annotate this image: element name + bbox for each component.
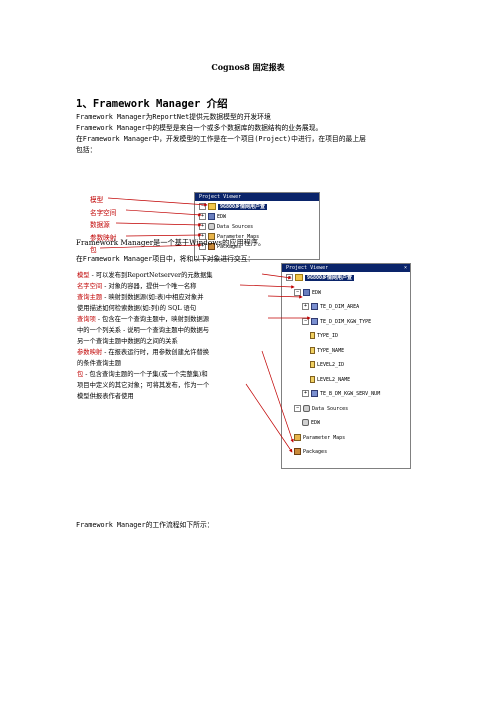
- tree2-row-label: TE_D_DIM_KGW_TYPE: [320, 318, 372, 325]
- paragraph-windows: Framework Manager是一个基于Windows的应用程序。: [76, 238, 266, 247]
- desc-query-item-cont2: 另一个查询主题中数据的之间的关系: [77, 338, 178, 345]
- model-icon: [295, 274, 303, 281]
- intro-line-2: Framework Manager中的模型是来自一个或多个数据库的数据结构的业务…: [76, 124, 323, 132]
- tree2-row[interactable]: EDW: [302, 419, 320, 428]
- desc-query-item-cont1: 中的一个列关系 - 说明一个查询主题中的数据与: [77, 327, 210, 334]
- tree2-row[interactable]: TYPE_ID: [310, 332, 338, 341]
- tree-row-packages[interactable]: +Packages: [199, 243, 242, 250]
- tree2-row[interactable]: −TE_D_DIM_KGW_TYPE: [302, 317, 372, 327]
- collapse-icon[interactable]: −: [294, 288, 301, 296]
- desc-package-cont1: 项目中定义的其它对象；可将其发布，作为一个: [77, 382, 210, 389]
- tree2-row-label: Packages: [303, 449, 328, 455]
- project-viewer-title: Project Viewer ×: [282, 264, 410, 272]
- desc-model: 模型 - 可以发布到ReportNetserver的元数据集: [77, 272, 213, 279]
- tree2-row[interactable]: LEVEL2_NAME: [310, 375, 351, 385]
- paragraph-workflow: Framework Manager的工作流程如下所示：: [76, 521, 214, 529]
- label-namespace: 名字空间: [90, 208, 117, 217]
- tree2-row-label: TE_D_DIM_AREA: [320, 304, 360, 310]
- figure1-labels: 模型 名字空间 数据源 参数映射 包: [90, 194, 116, 257]
- desc-query-item: 查询项 - 包含在一个查询主题中，映射到数据源: [77, 316, 210, 323]
- collapse-icon[interactable]: −: [294, 404, 301, 412]
- intro-line-1: Framework Manager为ReportNet提供元数据模型的开发环境: [76, 113, 271, 121]
- parameter-map-icon: [208, 233, 215, 240]
- package-icon: [208, 243, 215, 250]
- paragraph-objects: 在Framework Manager项目中，将和以下对象进行交互：: [76, 255, 255, 263]
- param-icon: [294, 433, 301, 441]
- arrow2-package: [245, 383, 293, 453]
- arrow2-param-map: [261, 350, 294, 443]
- package-icon: [294, 448, 301, 455]
- datasource-icon: [303, 404, 310, 412]
- item-icon: [310, 361, 315, 368]
- tree2-row-label: Parameter Maps: [303, 434, 346, 441]
- desc-package-cont2: 模型供报表作者使用: [77, 393, 134, 400]
- tree2-row[interactable]: − EDW: [294, 288, 322, 298]
- project-viewer-1: Project Viewer −96800乡情网用户查 +EDW +Data S…: [194, 192, 320, 260]
- tree2-row[interactable]: Parameter Maps: [294, 433, 346, 443]
- intro-line-3: 在Framework Manager中，开发模型的工作是在一个项目(Projec…: [76, 135, 366, 143]
- desc-query-subject: 查询主题 - 映射到数据源(如:表)中相应对象并: [77, 294, 204, 301]
- tree2-row[interactable]: − Data Sources: [294, 404, 349, 414]
- intro-line-4: 包括：: [76, 146, 97, 154]
- qs-icon: [311, 317, 318, 325]
- tree2-row-label: LEVEL2_ID: [317, 362, 345, 368]
- expand-icon[interactable]: +: [302, 390, 309, 397]
- arrow-model: [107, 197, 208, 207]
- tree2-row[interactable]: TYPE_NAME: [310, 346, 345, 356]
- arrow2-namespace: [239, 284, 295, 289]
- expand-icon[interactable]: +: [302, 303, 309, 310]
- namespace-icon: [303, 288, 310, 296]
- tree2-row-label: LEVEL2_NAME: [317, 376, 351, 383]
- tree2-row-label: 96800乡情网用户查: [305, 275, 355, 281]
- label-datasource: 数据源: [90, 221, 110, 229]
- arrow-namespace: [125, 209, 202, 217]
- figure2-descriptions: 模型 - 可以发布到ReportNetserver的元数据集 名字空间 - 对象…: [77, 270, 287, 402]
- section-heading: 1、Framework Manager 介绍: [76, 98, 228, 110]
- label-parameter-map: 参数映射: [90, 233, 117, 242]
- desc-param-map: 参数映射 - 在报表运行时，用参数创建允许替换: [77, 349, 210, 356]
- item-icon: [310, 375, 315, 383]
- namespace-icon: [208, 213, 215, 220]
- tree2-row-label: Data Sources: [312, 405, 349, 412]
- label-package: 包: [90, 246, 97, 254]
- item-icon: [310, 346, 315, 354]
- tree-row-namespace[interactable]: +EDW: [199, 213, 227, 220]
- document-title: Cognos8 固定报表: [211, 62, 285, 72]
- close-icon[interactable]: ×: [403, 265, 407, 271]
- tree2-row[interactable]: + TE_B_DM_KGW_SERV_NUM: [302, 390, 380, 399]
- desc-package: 包 - 包含查询主题的一个子集(或一个完整集)和: [77, 371, 208, 378]
- tree2-row[interactable]: + TE_D_DIM_AREA: [302, 303, 359, 312]
- desc-query-subject-cont: 使用描述如何检索数据(如:列)的 SQL 语句: [77, 305, 197, 312]
- arrow-datasource: [115, 222, 202, 227]
- tree2-row-label: TYPE_ID: [317, 333, 339, 339]
- item-icon: [310, 332, 315, 339]
- tree-row-datasources[interactable]: +Data Sources: [199, 223, 254, 230]
- tree2-row-label: TYPE_NAME: [317, 347, 345, 354]
- db-icon: [302, 419, 309, 426]
- desc-namespace: 名字空间 - 对象的容器，提供一个唯一名称: [77, 283, 197, 290]
- arrow2-model: [261, 273, 292, 280]
- tree2-row-label: TE_B_DM_KGW_SERV_NUM: [320, 391, 381, 397]
- tree2-row[interactable]: Packages: [294, 448, 327, 457]
- arrow-package: [99, 243, 202, 249]
- tree2-row-label: EDW: [311, 420, 321, 426]
- desc-param-map-cont: 的条件查询主题: [77, 360, 122, 367]
- arrow2-query-subject: [267, 295, 303, 299]
- label-model: 模型: [90, 196, 104, 204]
- datasource-icon: [208, 223, 215, 230]
- tree-row-parameter-maps[interactable]: +Parameter Maps: [199, 233, 260, 240]
- qs-icon: [311, 390, 318, 397]
- qs-icon: [311, 303, 318, 310]
- tree-row-model[interactable]: −96800乡情网用户查: [199, 203, 268, 210]
- tree2-row[interactable]: LEVEL2_ID: [310, 361, 344, 370]
- arrow-parameter-map: [125, 233, 202, 237]
- tree2-row-label: EDW: [312, 289, 322, 296]
- model-icon: [208, 203, 216, 210]
- project-viewer-title: Project Viewer: [195, 193, 319, 201]
